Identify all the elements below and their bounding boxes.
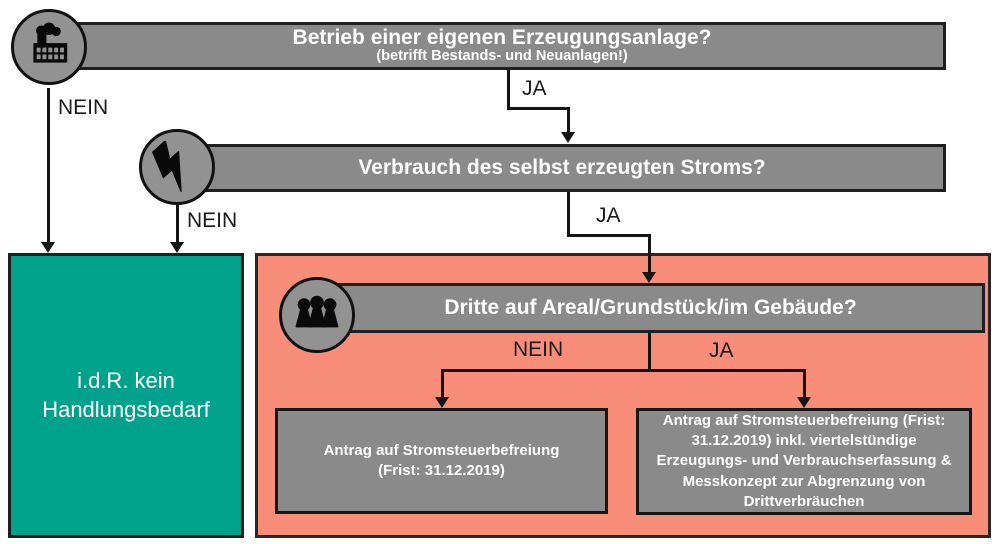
edge-q2-nein-line [176, 204, 179, 244]
edge-q2-ja-line-h [567, 234, 651, 237]
outcome-nein-box: Antrag auf Stromsteuerbefreiung (Frist: … [275, 408, 608, 514]
edge-q1-ja-label: JA [522, 77, 547, 100]
edge-q1-nein-line [47, 88, 50, 244]
factory-icon-circle [11, 9, 87, 85]
edge-q3-nein-line [441, 369, 444, 399]
edge-q2-nein-arrow [170, 242, 184, 253]
edge-q3-t-line [441, 369, 806, 372]
people-icon-circle [279, 277, 355, 353]
edge-q2-ja-line-v2 [648, 234, 651, 274]
lightning-icon [151, 141, 203, 193]
edge-q1-ja-line-h [507, 107, 570, 110]
outcome-no-action-text: i.d.R. kein Handlungsbedarf [42, 367, 210, 422]
edge-q2-nein-label: NEIN [187, 209, 238, 232]
edge-q2-ja-arrow [642, 272, 656, 283]
edge-q2-ja-label: JA [596, 204, 621, 227]
people-icon [291, 289, 343, 341]
edge-q3-center-line [648, 333, 651, 372]
edge-q3-ja-arrow [797, 397, 811, 408]
question-3-title: Dritte auf Areal/Grundstück/im Gebäude? [444, 295, 857, 319]
question-bar-2: Verbrauch des selbst erzeugten Stroms? [178, 144, 946, 192]
edge-q2-ja-line-v1 [567, 192, 570, 237]
edge-q1-ja-arrow [561, 132, 575, 143]
edge-q3-ja-line [803, 369, 806, 399]
edge-q1-ja-line-v2 [567, 107, 570, 135]
question-bar-1: Betrieb einer eigenen Erzeugungsanlage? … [58, 22, 946, 70]
edge-q1-ja-line-v1 [507, 70, 510, 110]
outcome-ja-box: Antrag auf Stromsteuerbefreiung (Frist: … [636, 408, 972, 515]
edge-q3-nein-arrow [435, 397, 449, 408]
edge-q1-nein-arrow [41, 242, 55, 253]
edge-q3-ja-label: JA [709, 339, 734, 362]
question-1-title: Betrieb einer eigenen Erzeugungsanlage? [292, 26, 712, 49]
question-2-title: Verbrauch des selbst erzeugten Stroms? [358, 155, 766, 179]
outcome-ja-text: Antrag auf Stromsteuerbefreiung (Frist: … [656, 411, 952, 510]
outcome-nein-text: Antrag auf Stromsteuerbefreiung (Frist: … [323, 441, 560, 479]
outcome-no-action-box: i.d.R. kein Handlungsbedarf [8, 253, 244, 538]
factory-icon [23, 21, 75, 73]
lightning-icon-circle [139, 129, 215, 205]
question-bar-3: Dritte auf Areal/Grundstück/im Gebäude? [316, 283, 985, 333]
question-1-subtitle: (betrifft Bestands- und Neuanlagen!) [376, 48, 628, 65]
edge-q3-nein-label: NEIN [513, 338, 564, 361]
edge-q1-nein-label: NEIN [58, 96, 109, 119]
